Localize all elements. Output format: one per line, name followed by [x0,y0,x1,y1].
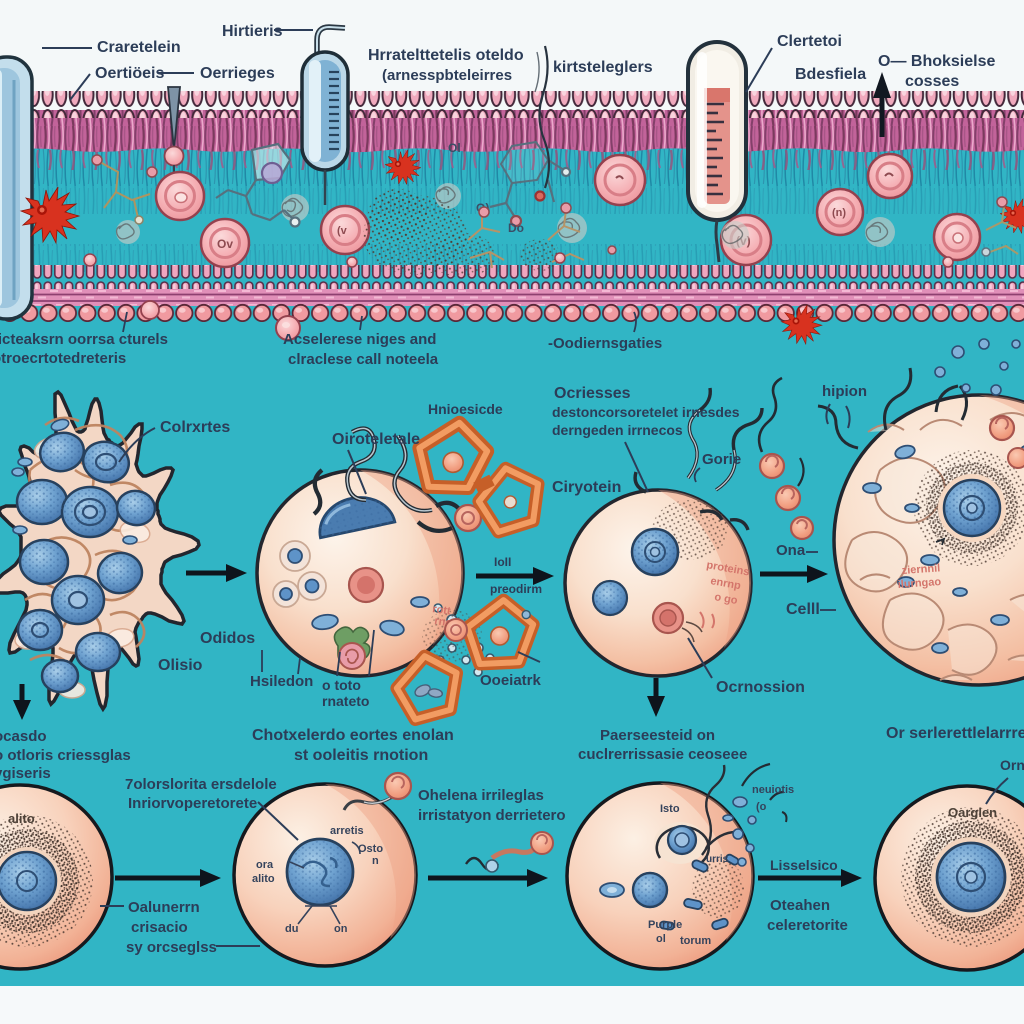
svg-text:Acselerese niges and: Acselerese niges and [283,331,436,348]
svg-text:ilurngao: ilurngao [897,576,941,591]
svg-text:o toto: o toto [322,677,361,693]
svg-text:celeretorite: celeretorite [767,917,848,934]
svg-text:Oertiöeis: Oertiöeis [95,65,164,82]
svg-text:Ciryotein: Ciryotein [552,479,621,496]
svg-text:(o: (o [756,801,767,813]
svg-text:kirtsteleglers: kirtsteleglers [553,59,653,76]
svg-text:Bdesfiela: Bdesfiela [795,66,866,83]
svg-text:du: du [285,923,298,935]
svg-text:enrnp: enrnp [709,575,741,592]
svg-text:cuclrerrissasie ceoseee: cuclrerrissasie ceoseee [578,746,747,763]
svg-text:o go: o go [713,591,738,607]
svg-text:IoII: IoII [494,555,511,569]
svg-text:ora: ora [256,859,274,871]
svg-text:clraclese call noteela: clraclese call noteela [288,351,439,368]
svg-text:Hirtieris: Hirtieris [222,23,283,40]
svg-text:Ohelena irrileglas: Ohelena irrileglas [418,787,544,804]
svg-text:ocasdo: ocasdo [0,728,47,745]
svg-text:Oerrieges: Oerrieges [200,65,275,82]
svg-text:Ocriesses: Ocriesses [554,385,631,402]
svg-text:cosses: cosses [905,73,959,90]
svg-text:Inriorvoperetorete: Inriorvoperetorete [128,795,257,812]
svg-text:-Oodiernsgaties: -Oodiernsgaties [548,335,662,352]
svg-text:otroecrtotedreteris: otroecrtotedreteris [0,350,126,367]
svg-text:n: n [372,855,379,867]
svg-text:Lisselsico: Lisselsico [770,857,838,873]
svg-text:Do: Do [508,221,524,235]
svg-text:on: on [334,923,348,935]
svg-text:Or serlerettlelarrrem: Or serlerettlelarrrem [886,725,1024,742]
svg-text:Osto: Osto [358,843,383,855]
svg-text:Hsiledon: Hsiledon [250,673,313,690]
svg-text:Odidos: Odidos [200,630,255,647]
svg-text:sy orcseglss: sy orcseglss [126,939,217,956]
svg-text:Clertetoi: Clertetoi [777,33,842,50]
svg-text:crisacio: crisacio [131,919,188,936]
svg-text:urris: urris [706,854,729,865]
svg-text:Chotxelerdo eortes enolan: Chotxelerdo eortes enolan [252,727,454,744]
svg-text:Oalunerrn: Oalunerrn [128,899,200,916]
svg-text:Oteahen: Oteahen [770,897,830,914]
svg-text:Ooeiatrk: Ooeiatrk [480,672,542,689]
svg-text:Ocrnossion: Ocrnossion [716,679,805,696]
svg-text:st ooleitis rnotion: st ooleitis rnotion [294,747,428,764]
svg-text:Purple: Purple [648,919,682,931]
svg-text:alito: alito [8,811,35,826]
svg-text:derngeden irrnecos: derngeden irrnecos [552,422,683,438]
svg-text:irristatyon derrietero: irristatyon derrietero [418,807,566,824]
svg-text:rnateto: rnateto [322,693,369,709]
svg-text:Colrxrtes: Colrxrtes [160,419,230,436]
svg-text:Orn: Orn [1000,757,1024,773]
svg-text:ziernnil: ziernnil [901,562,940,577]
svg-text:Gorie: Gorie [702,451,741,468]
svg-text:Craretelein: Craretelein [97,39,181,56]
svg-text:arretis: arretis [330,825,364,837]
svg-text:ricteaksrn oorrsa cturels: ricteaksrn oorrsa cturels [0,331,168,348]
svg-text:vgiseris: vgiseris [0,765,51,782]
svg-text:alito: alito [252,873,275,885]
svg-text:O— Bhoksielse: O— Bhoksielse [878,53,995,70]
svg-text:o otloris criessglas: o otloris criessglas [0,747,131,764]
svg-text:Isto: Isto [660,803,680,815]
svg-text:Oiroteletale: Oiroteletale [332,431,420,448]
svg-text:destoncorsoretelet irnesdes: destoncorsoretelet irnesdes [552,404,740,420]
svg-text:Hnioesicde: Hnioesicde [428,401,503,417]
svg-text:Olisio: Olisio [158,657,203,674]
svg-text:ol: ol [656,933,666,945]
svg-text:Celll: Celll [786,601,820,618]
svg-text:Hrratelttetelis oteldo: Hrratelttetelis oteldo [368,47,524,64]
svg-text:Oarglen: Oarglen [948,805,997,820]
svg-text:torum: torum [680,935,711,947]
svg-text:(n): (n) [832,207,846,219]
svg-text:preodirm: preodirm [490,582,542,596]
svg-text:neuiotis: neuiotis [752,784,794,796]
svg-text:hipion: hipion [822,383,867,400]
svg-text:(arnesspbteleirres: (arnesspbteleirres [382,67,512,84]
svg-text:Ol: Ol [448,141,461,155]
svg-text:7olorslorita ersdelole: 7olorslorita ersdelole [125,776,277,793]
svg-text:Ona: Ona [776,542,806,559]
svg-text:Paerseesteid on: Paerseesteid on [600,727,715,744]
svg-text:Ov: Ov [217,237,233,251]
svg-text:(v: (v [337,225,348,237]
svg-text:rott: rott [432,603,452,617]
